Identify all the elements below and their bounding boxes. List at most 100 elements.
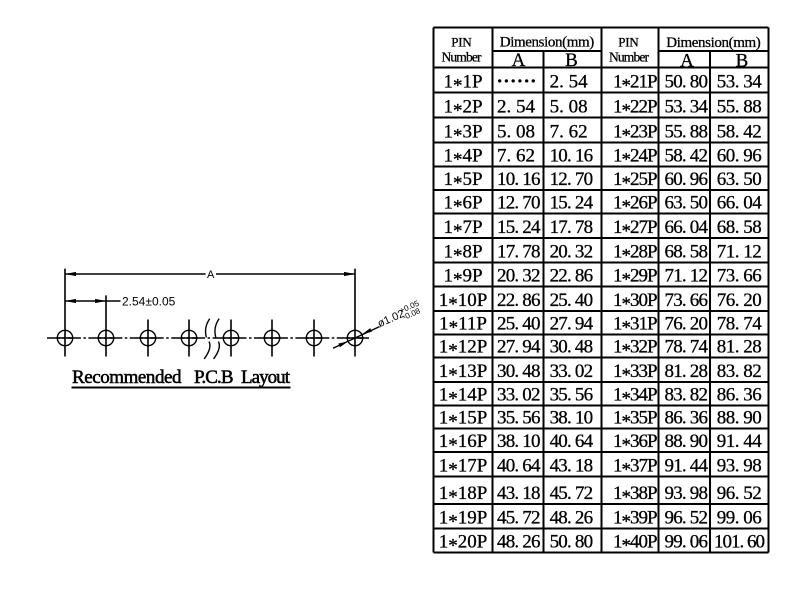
svg-text:55. 88: 55. 88 (717, 97, 762, 118)
svg-text:12. 70: 12. 70 (550, 169, 594, 190)
svg-text:91. 44: 91. 44 (665, 456, 709, 477)
svg-text:73. 66: 73. 66 (717, 266, 762, 287)
svg-text:66. 04: 66. 04 (665, 217, 709, 238)
svg-text:71. 12: 71. 12 (717, 242, 762, 263)
svg-text:40. 64: 40. 64 (497, 456, 541, 477)
svg-text:50. 80: 50. 80 (665, 72, 709, 93)
svg-text:33. 02: 33. 02 (497, 385, 541, 406)
svg-text:88. 90: 88. 90 (665, 431, 709, 452)
svg-text:······: ······ (497, 72, 537, 93)
svg-text:91. 44: 91. 44 (717, 431, 763, 452)
svg-text:1*4P: 1*4P (443, 146, 482, 171)
svg-text:1*7P: 1*7P (443, 217, 482, 242)
svg-text:1*38P: 1*38P (613, 483, 657, 508)
svg-text:38. 10: 38. 10 (550, 408, 594, 429)
svg-text:83. 82: 83. 82 (717, 361, 762, 382)
svg-text:1*28P: 1*28P (613, 242, 657, 267)
svg-text:43. 18: 43. 18 (550, 456, 594, 477)
svg-text:1*36P: 1*36P (613, 431, 657, 456)
svg-text:Number: Number (609, 50, 650, 65)
svg-text:1*39P: 1*39P (613, 508, 657, 533)
svg-text:1*27P: 1*27P (613, 217, 657, 242)
svg-text:27. 94: 27. 94 (550, 314, 594, 335)
svg-text:15. 24: 15. 24 (497, 217, 541, 238)
svg-text:1*20P: 1*20P (439, 532, 488, 557)
svg-text:1*14P: 1*14P (439, 385, 488, 410)
svg-text:B: B (736, 51, 749, 72)
svg-text:1*11P: 1*11P (439, 314, 487, 339)
svg-text:86. 36: 86. 36 (717, 385, 762, 406)
svg-text:1*26P: 1*26P (613, 193, 657, 218)
svg-text:96. 52: 96. 52 (717, 483, 762, 504)
svg-text:1*34P: 1*34P (613, 385, 657, 410)
svg-text:1*30P: 1*30P (613, 290, 657, 315)
svg-text:35. 56: 35. 56 (550, 385, 594, 406)
svg-text:1*16P: 1*16P (439, 431, 488, 456)
svg-text:1*24P: 1*24P (613, 146, 657, 171)
svg-text:1*17P: 1*17P (439, 456, 488, 481)
svg-text:PIN: PIN (451, 35, 472, 50)
svg-text:1*32P: 1*32P (613, 337, 657, 362)
svg-text:48. 26: 48. 26 (550, 508, 594, 529)
svg-text:1*37P: 1*37P (613, 456, 657, 481)
svg-text:83. 82: 83. 82 (665, 385, 709, 406)
svg-text:17. 78: 17. 78 (497, 242, 541, 263)
svg-text:81. 28: 81. 28 (717, 337, 762, 358)
svg-text:68. 58: 68. 58 (665, 242, 709, 263)
svg-text:1*15P: 1*15P (439, 408, 488, 433)
svg-text:1*5P: 1*5P (443, 169, 482, 194)
svg-text:1*25P: 1*25P (613, 169, 657, 194)
svg-text:10. 16: 10. 16 (550, 146, 594, 167)
svg-text:Dimension(mm): Dimension(mm) (666, 35, 761, 51)
svg-text:53. 34: 53. 34 (665, 97, 709, 118)
svg-text:43. 18: 43. 18 (497, 483, 541, 504)
svg-text:60. 96: 60. 96 (665, 169, 709, 190)
svg-text:40. 64: 40. 64 (550, 431, 594, 452)
svg-text:1*13P: 1*13P (439, 361, 488, 386)
svg-text:99. 06: 99. 06 (717, 508, 762, 529)
svg-text:60. 96: 60. 96 (717, 146, 762, 167)
svg-text:88. 90: 88. 90 (717, 408, 762, 429)
svg-text:Recommended: Recommended (72, 367, 182, 388)
svg-text:48. 26: 48. 26 (497, 532, 541, 553)
svg-text:2. 54: 2. 54 (497, 97, 536, 118)
svg-text:101. 60: 101. 60 (714, 532, 765, 553)
svg-text:1*35P: 1*35P (613, 408, 657, 433)
svg-text:96. 52: 96. 52 (665, 508, 709, 529)
svg-text:53. 34: 53. 34 (717, 72, 763, 93)
svg-text:A: A (680, 51, 694, 72)
svg-text:66. 04: 66. 04 (717, 193, 763, 214)
svg-text:76. 20: 76. 20 (665, 314, 709, 335)
svg-text:78. 74: 78. 74 (717, 314, 763, 335)
svg-text:1*31P: 1*31P (613, 314, 657, 339)
svg-text:1*2P: 1*2P (443, 97, 482, 122)
svg-text:78. 74: 78. 74 (665, 337, 709, 358)
svg-text:1*29P: 1*29P (613, 266, 657, 291)
svg-text:22. 86: 22. 86 (550, 266, 594, 287)
svg-text:A: A (512, 50, 526, 71)
svg-text:1*23P: 1*23P (613, 122, 657, 147)
svg-text:45. 72: 45. 72 (550, 483, 594, 504)
svg-text:50. 80: 50. 80 (550, 532, 594, 553)
svg-text:1*19P: 1*19P (439, 508, 488, 533)
svg-text:71. 12: 71. 12 (665, 266, 709, 287)
svg-text:30. 48: 30. 48 (550, 337, 594, 358)
svg-text:1*8P: 1*8P (443, 242, 482, 267)
svg-text:93. 98: 93. 98 (665, 483, 709, 504)
svg-text:25. 40: 25. 40 (497, 314, 541, 335)
svg-text:25. 40: 25. 40 (550, 290, 594, 311)
svg-text:12. 70: 12. 70 (497, 193, 541, 214)
svg-text:93. 98: 93. 98 (717, 456, 762, 477)
svg-text:1*33P: 1*33P (613, 361, 657, 386)
svg-text:1*10P: 1*10P (439, 290, 488, 315)
svg-text:P.C.B: P.C.B (194, 367, 234, 388)
svg-text:81. 28: 81. 28 (665, 361, 709, 382)
svg-text:Dimension(mm): Dimension(mm) (500, 34, 595, 50)
svg-text:1*40P: 1*40P (613, 532, 657, 557)
svg-text:5. 08: 5. 08 (497, 122, 535, 143)
svg-text:35. 56: 35. 56 (497, 408, 541, 429)
svg-text:1*22P: 1*22P (613, 97, 657, 122)
svg-text:38. 10: 38. 10 (497, 431, 541, 452)
svg-text:1*21P: 1*21P (613, 72, 657, 97)
svg-text:73. 66: 73. 66 (665, 290, 709, 311)
